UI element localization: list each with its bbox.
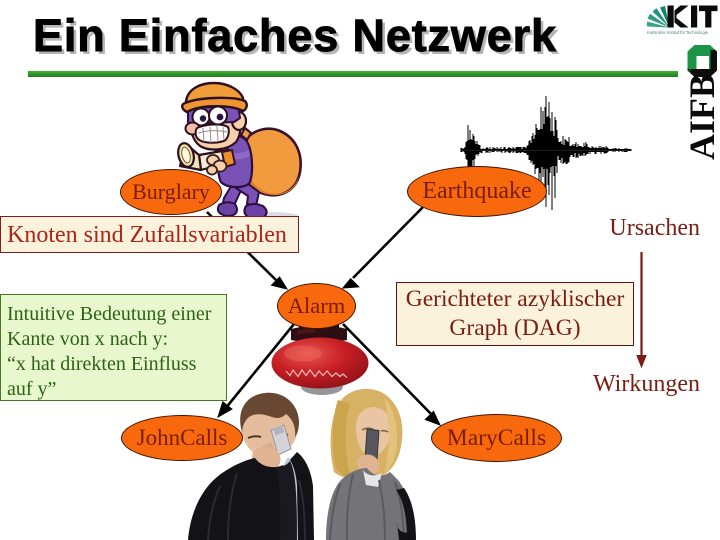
svg-text:Karlsruher Institut für Techno: Karlsruher Institut für Technologie bbox=[647, 30, 709, 35]
svg-text:AIFB: AIFB bbox=[682, 74, 720, 160]
